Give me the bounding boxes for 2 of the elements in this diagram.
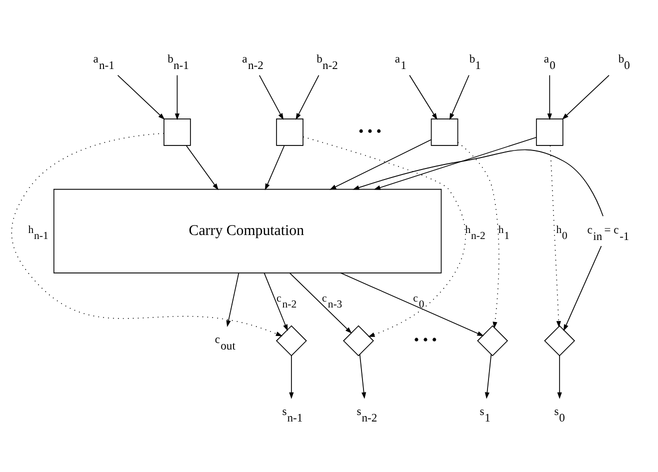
label: • • • [358, 123, 382, 140]
label: • • • [414, 332, 437, 348]
